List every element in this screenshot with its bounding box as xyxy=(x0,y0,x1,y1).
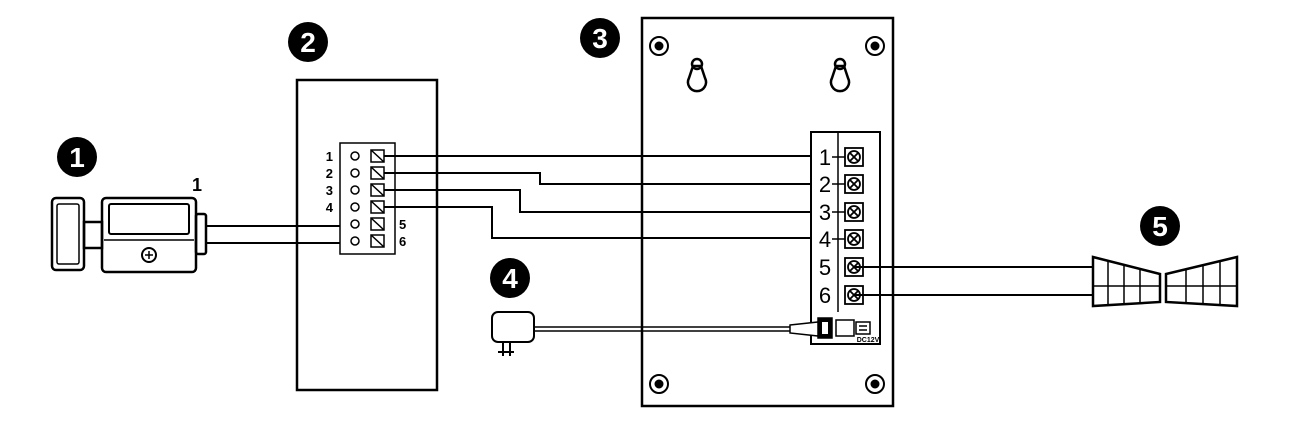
distributor-terminals xyxy=(350,149,385,248)
callout-2: 2 xyxy=(288,22,328,62)
monitor-terminal-6: 6 xyxy=(819,283,831,308)
camera-screw xyxy=(141,247,157,263)
camera-neck xyxy=(82,220,104,250)
distributor-pin-6: 6 xyxy=(399,234,406,249)
callout-4: 4 xyxy=(490,258,530,298)
power-adapter xyxy=(491,311,535,356)
distributor-pin-5: 5 xyxy=(399,217,406,232)
lock-left-half xyxy=(1091,255,1162,308)
distributor-pin-1: 1 xyxy=(326,149,333,164)
camera-label: 1 xyxy=(192,175,202,195)
monitor-terminal-2: 2 xyxy=(819,172,831,197)
lock-wires xyxy=(854,266,1095,296)
power-cable xyxy=(534,321,819,337)
monitor-wires xyxy=(384,155,818,239)
indoor-monitor xyxy=(640,16,895,408)
callout-4-label: 4 xyxy=(502,263,518,294)
callout-2-label: 2 xyxy=(300,27,316,58)
monitor-terminal-4: 4 xyxy=(819,227,831,252)
callout-5-label: 5 xyxy=(1152,211,1168,242)
distributor-pin-2: 2 xyxy=(326,166,333,181)
monitor-terminal-3: 3 xyxy=(819,200,831,225)
dc-power-label: DC12V xyxy=(857,337,880,344)
distribution-box xyxy=(295,78,439,392)
monitor-terminal-5: 5 xyxy=(819,255,831,280)
distributor-pin-4: 4 xyxy=(326,200,334,215)
callout-1-label: 1 xyxy=(69,142,85,173)
callout-3: 3 xyxy=(580,18,620,58)
monitor-terminal-leads xyxy=(832,156,845,240)
monitor-screws xyxy=(649,36,885,394)
monitor-screw-terminals xyxy=(844,147,864,305)
power-adapter-body xyxy=(491,311,535,343)
keyhole-mounts xyxy=(686,57,851,93)
monitor-terminal-1: 1 xyxy=(819,145,831,170)
callout-1: 1 xyxy=(57,137,97,177)
terminal-block xyxy=(339,142,396,255)
lock-right-half xyxy=(1164,255,1239,308)
callout-3-label: 3 xyxy=(592,23,608,54)
electric-lock xyxy=(1091,255,1239,308)
door-camera xyxy=(50,196,208,274)
camera-window xyxy=(108,203,190,235)
callout-5: 5 xyxy=(1140,206,1180,246)
camera-wires xyxy=(206,225,345,244)
distributor-pin-3: 3 xyxy=(326,183,333,198)
